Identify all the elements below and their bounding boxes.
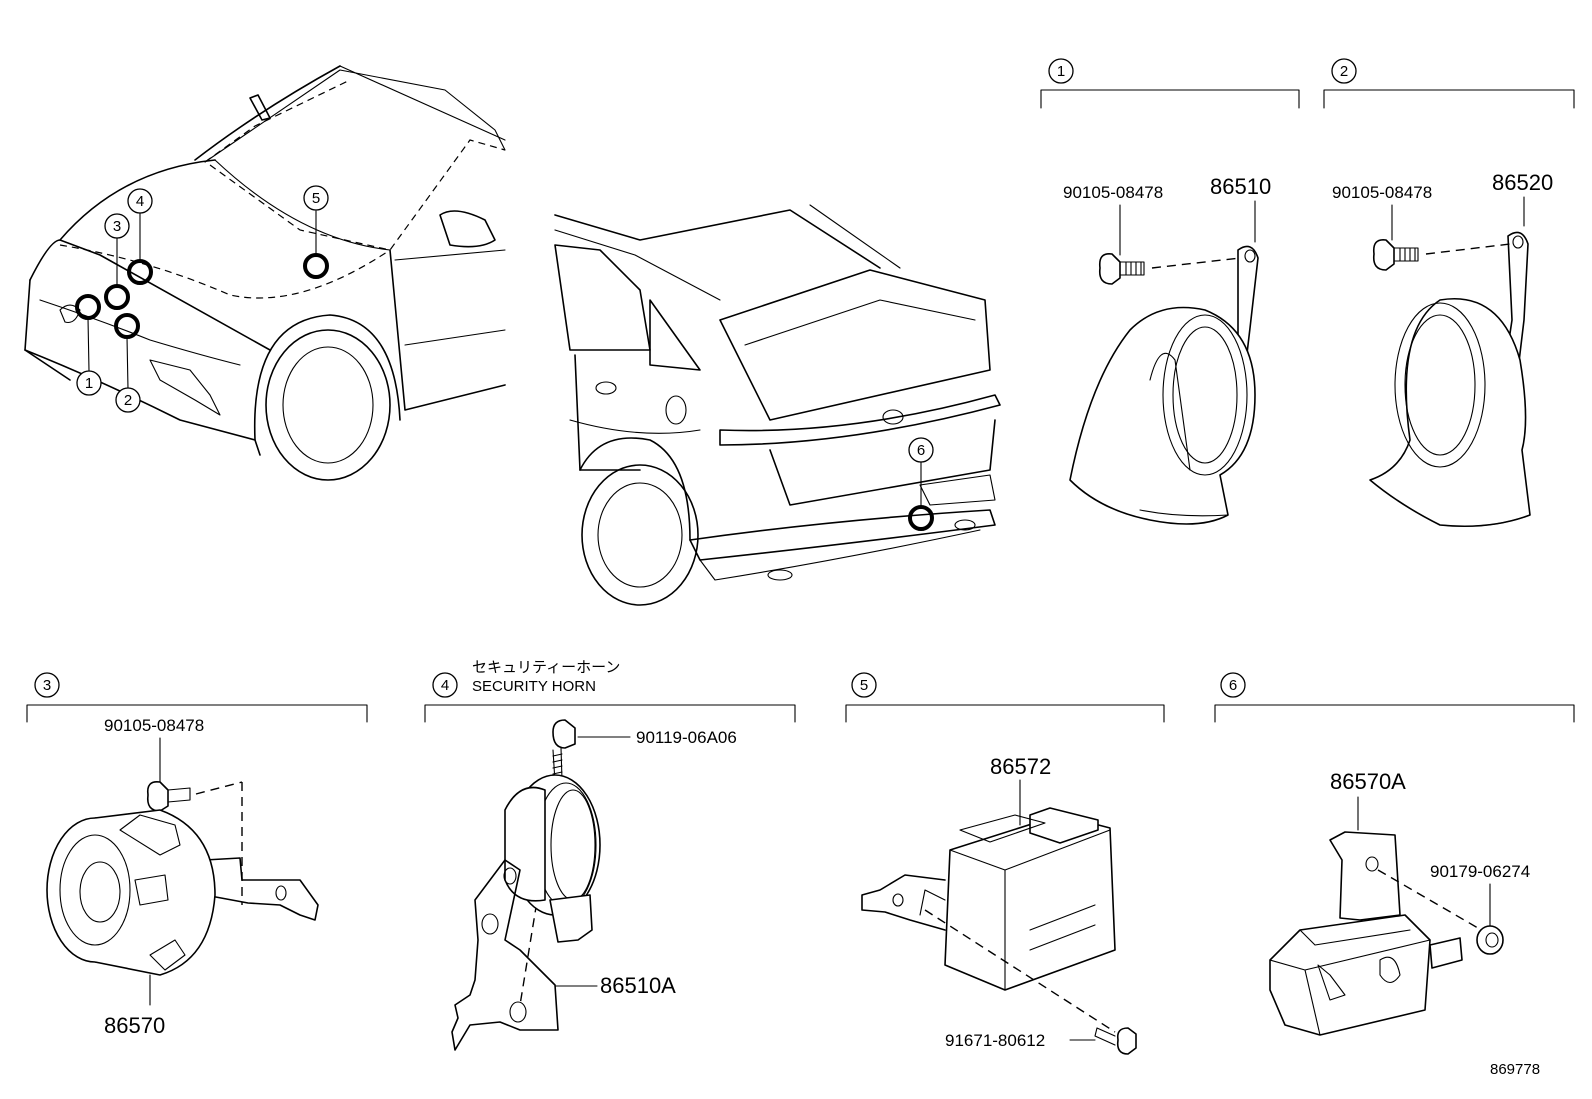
group-5-number: 5 [860,677,868,694]
group-4-security-horn: 4 セキュリティーホーン SECURITY HORN 90119-06A06 8… [424,659,796,1051]
rear-vehicle-view [554,204,1001,606]
front-vehicle-view [24,65,506,481]
rear-locator-markers: 6 [908,437,934,531]
group-2-bolt-part-number: 90105-08478 [1332,183,1432,202]
group-2-number: 2 [1340,63,1348,80]
figure-number: 869778 [1490,1061,1540,1078]
group-6-module: 6 86570A 90179-06274 [1214,672,1575,1036]
group-4-title-en: SECURITY HORN [472,678,596,695]
group-2-horn: 2 90105-08478 86520 [1323,58,1575,527]
callout-label-4: 4 [136,193,144,210]
group-6-nut-part-number: 90179-06274 [1430,862,1530,881]
group-5-module: 5 86572 91671-80612 [845,672,1165,1055]
callout-label-5: 5 [312,190,320,207]
group-1-bolt-part-number: 90105-08478 [1063,183,1163,202]
group-3-number: 3 [43,677,51,694]
group-3-horn: 3 90105-08478 86570 [26,672,368,1038]
group-1-horn: 1 90105-08478 86510 [1040,58,1300,525]
group-3-horn-part-number: 86570 [104,1013,165,1038]
group-4-horn-part-number: 86510A [600,973,676,998]
group-1-horn-part-number: 86510 [1210,174,1271,199]
group-4-title-jp: セキュリティーホーン [472,659,620,676]
locator-3 [104,284,130,310]
callout-label-3: 3 [113,218,121,235]
callout-label-1: 1 [85,375,93,392]
locator-1 [75,294,101,320]
group-4-number: 4 [441,677,449,694]
group-6-number: 6 [1229,677,1237,694]
group-2-horn-part-number: 86520 [1492,170,1553,195]
group-5-module-part-number: 86572 [990,754,1051,779]
callout-label-2: 2 [124,392,132,409]
group-1-number: 1 [1057,63,1065,80]
front-callouts: 1 2 3 4 5 [76,185,329,413]
locator-2 [114,313,140,339]
group-4-bolt-part-number: 90119-06A06 [636,728,737,747]
group-3-bolt-part-number: 90105-08478 [104,716,204,735]
group-5-bolt-part-number: 91671-80612 [945,1031,1045,1050]
locator-4 [127,259,153,285]
locator-5 [303,253,329,279]
front-locator-markers [75,210,329,390]
locator-6 [908,505,934,531]
callout-label-6: 6 [917,442,925,459]
group-6-module-part-number: 86570A [1330,769,1406,794]
